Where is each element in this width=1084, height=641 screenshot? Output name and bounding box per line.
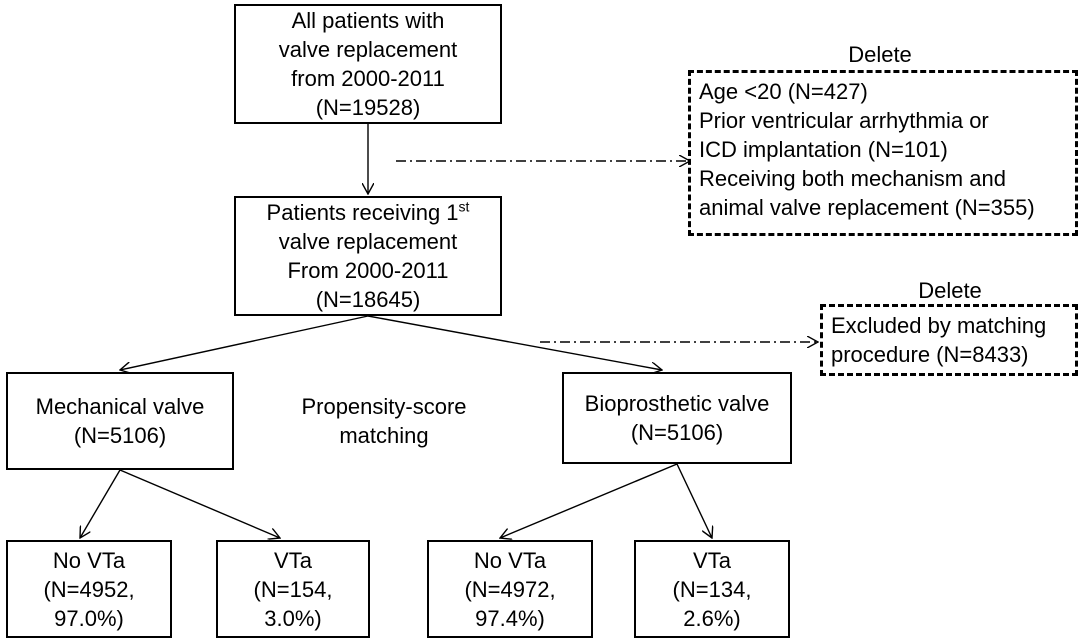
delete-2-heading: Delete [918,278,982,303]
delete-2-line-1: Excluded by matching [831,313,1047,338]
mech-vta-line-1: VTa [274,547,312,573]
box-delete-1: Age <20 (N=427) Prior ventricular arrhyt… [688,70,1078,236]
delete-1-line-2: Prior ventricular arrhythmia or [699,108,989,133]
box-all-patients-line-1: All patients with [291,8,445,33]
box-first-replacement-line-2: valve replacement [278,229,458,254]
box-first-replacement-line-3: From 2000-2011 [287,258,449,283]
bio-vta-line-1: VTa [693,547,731,573]
delete-2-line-2: procedure (N=8433) [831,342,1029,367]
delete-1-heading: Delete [848,42,912,67]
box-all-patients: All patients with valve replacement from… [234,4,502,124]
bio-vta-line-2: (N=134, [672,576,752,602]
box-bio-no-vta: No VTa (N=4972, 97.4%) [427,540,593,638]
bio-vta-line-3: 2.6%) [683,605,741,631]
arrow-bio-to-novta [500,463,678,538]
bioprosthetic-line-1: Bioprosthetic valve [584,391,770,416]
delete-1-line-1: Age <20 (N=427) [699,79,868,104]
box-first-replacement: Patients receiving 1st valve replacement… [234,196,502,316]
box-first-replacement-line-1: Patients receiving 1st [267,198,470,227]
arrow-bio-to-vta [676,463,712,538]
mech-vta-line-2: (N=154, [253,576,333,602]
delete-1-line-4: Receiving both mechanism and [699,166,1006,191]
bioprosthetic-line-2: (N=5106) [630,420,724,445]
bio-no-vta-line-3: 97.4%) [475,605,545,631]
arrow-first-to-mechanical [120,315,369,370]
box-mech-vta: VTa (N=154, 3.0%) [216,540,370,638]
box-all-patients-line-4: (N=19528) [315,95,421,120]
box-first-replacement-line-4: (N=18645) [315,287,421,312]
box-all-patients-line-2: valve replacement [278,37,458,62]
arrow-first-to-bioprosthetic [367,315,662,370]
mech-vta-line-3: 3.0%) [264,605,322,631]
first-replacement-superscript: st [458,198,470,215]
mech-no-vta-line-3: 97.0%) [54,605,124,631]
mech-no-vta-line-2: (N=4952, [43,576,135,602]
propensity-matching-label: Propensity-score matching [284,392,484,450]
mechanical-line-1: Mechanical valve [35,394,205,419]
first-replacement-text: Patients receiving 1 [266,200,459,225]
box-mechanical-valve: Mechanical valve (N=5106) [6,372,234,470]
arrow-mech-to-vta [119,469,280,538]
box-bio-vta: VTa (N=134, 2.6%) [634,540,790,638]
bio-no-vta-line-2: (N=4972, [464,576,556,602]
propensity-line-1: Propensity-score [301,394,467,419]
mechanical-line-2: (N=5106) [73,423,167,448]
propensity-line-2: matching [339,423,429,448]
arrow-mech-to-novta [80,469,121,538]
box-delete-2: Excluded by matching procedure (N=8433) [820,304,1078,376]
box-mech-no-vta: No VTa (N=4952, 97.0%) [6,540,172,638]
delete-1-line-5: animal valve replacement (N=355) [699,195,1035,220]
box-bioprosthetic-valve: Bioprosthetic valve (N=5106) [562,372,792,464]
bio-no-vta-line-1: No VTa [473,547,547,573]
box-all-patients-line-3: from 2000-2011 [291,66,445,91]
delete-1-line-3: ICD implantation (N=101) [699,137,948,162]
mech-no-vta-line-1: No VTa [52,547,126,573]
